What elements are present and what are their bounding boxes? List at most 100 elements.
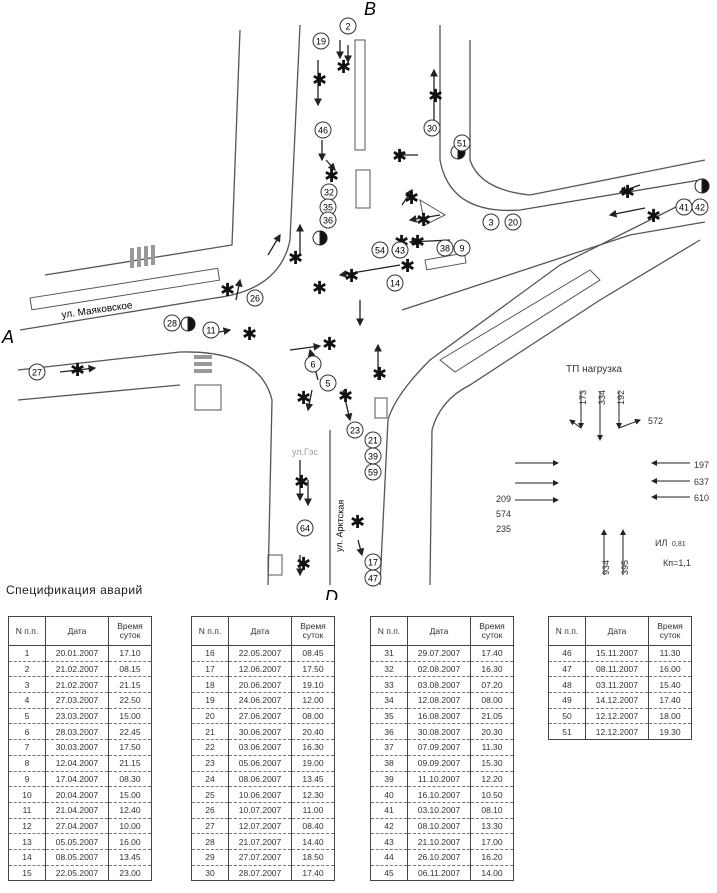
cell-date: 22.05.2007 (228, 645, 292, 662)
cell-number: 28 (191, 833, 229, 850)
cell-number: 21 (191, 723, 229, 741)
load-il-label: ИЛ (655, 538, 667, 548)
cell-date: 03.10.2007 (407, 802, 471, 819)
street-bottom: ул.Гэс (292, 447, 319, 457)
cell-time: 08.30 (108, 771, 152, 788)
cell-number: 15 (8, 865, 46, 882)
cell-time: 16.00 (648, 661, 692, 678)
svg-text:✱: ✱ (242, 324, 257, 345)
cell-number: 51 (548, 723, 586, 741)
cell-number: 10 (8, 786, 46, 803)
accident-marker-14: 14 (386, 274, 404, 292)
cell-time: 12.20 (470, 771, 514, 788)
cell-number: 25 (191, 786, 229, 803)
cell-number: 22 (191, 739, 229, 756)
cell-time: 17.40 (470, 645, 514, 662)
load-north-3: 192 (616, 390, 626, 405)
svg-text:23: 23 (350, 426, 360, 436)
header-n: N п.п. (548, 616, 586, 646)
cell-time: 15.30 (470, 755, 514, 772)
cell-time: 10.00 (108, 818, 152, 835)
accident-marker-3: 3 (482, 213, 500, 231)
cell-number: 26 (191, 802, 229, 819)
cell-date: 03.08.2007 (407, 676, 471, 694)
svg-text:17: 17 (368, 558, 378, 568)
accident-marker-43: 43 (391, 241, 409, 259)
cell-time: 08.00 (291, 708, 335, 725)
cell-date: 29.07.2007 (407, 645, 471, 662)
svg-text:✱: ✱ (620, 182, 635, 203)
svg-text:✱: ✱ (392, 146, 407, 167)
cell-time: 19.10 (291, 676, 335, 694)
cell-date: 08.11.2007 (585, 661, 649, 678)
cell-number: 16 (191, 645, 229, 662)
cell-number: 24 (191, 771, 229, 788)
svg-text:✱: ✱ (296, 388, 311, 409)
spec-title: Спецификация аварий (6, 583, 143, 597)
cell-time: 17.40 (648, 692, 692, 709)
accident-marker-2: 2 (339, 17, 357, 35)
cell-date: 30.08.2007 (407, 723, 471, 741)
cell-date: 28.07.2007 (228, 865, 292, 882)
accident-marker-27: 27 (28, 363, 46, 381)
cell-number: 30 (191, 865, 229, 882)
accident-marker-47: 47 (364, 569, 382, 587)
cell-date: 22.05.2007 (45, 865, 109, 882)
cell-date: 03.06.2007 (228, 739, 292, 756)
cell-date: 05.05.2007 (45, 833, 109, 850)
road-edges (17, 24, 706, 586)
cell-date: 21.10.2007 (407, 833, 471, 850)
cell-number: 43 (370, 833, 408, 850)
cell-time: 19.00 (291, 755, 335, 772)
cell-time: 17.50 (291, 661, 335, 678)
load-west-2: 574 (496, 509, 511, 519)
cell-number: 38 (370, 755, 408, 772)
accident-marker-23: 23 (346, 421, 364, 439)
cell-date: 27.06.2007 (228, 708, 292, 725)
cell-time: 22.50 (108, 692, 152, 709)
svg-text:✱: ✱ (338, 386, 353, 407)
cell-time: 08.15 (108, 661, 152, 678)
header-n: N п.п. (191, 616, 229, 646)
cell-number: 39 (370, 771, 408, 788)
svg-text:✱: ✱ (410, 232, 425, 253)
cell-time: 22.45 (108, 723, 152, 741)
cell-number: 18 (191, 676, 229, 694)
cell-number: 40 (370, 786, 408, 803)
cell-number: 32 (370, 661, 408, 678)
accident-marker-30: 30 (423, 119, 441, 137)
load-east-top: 572 (648, 416, 663, 426)
cell-number: 17 (191, 661, 229, 678)
cell-time: 16.30 (470, 661, 514, 678)
svg-text:28: 28 (167, 319, 177, 329)
cell-number: 7 (8, 739, 46, 756)
building-small (267, 554, 283, 576)
cell-date: 27.04.2007 (45, 818, 109, 835)
header-n: N п.п. (8, 616, 46, 646)
cell-number: 41 (370, 802, 408, 819)
cell-date: 12.12.2007 (585, 708, 649, 725)
svg-text:36: 36 (323, 216, 333, 226)
svg-text:✱: ✱ (400, 256, 415, 277)
svg-text:✱: ✱ (404, 188, 419, 209)
accident-marker-51: 51 (453, 134, 471, 152)
svg-text:39: 39 (368, 452, 378, 462)
cell-number: 23 (191, 755, 229, 772)
accident-marker-19: 19 (312, 32, 330, 50)
cell-date: 21.02.2007 (45, 661, 109, 678)
